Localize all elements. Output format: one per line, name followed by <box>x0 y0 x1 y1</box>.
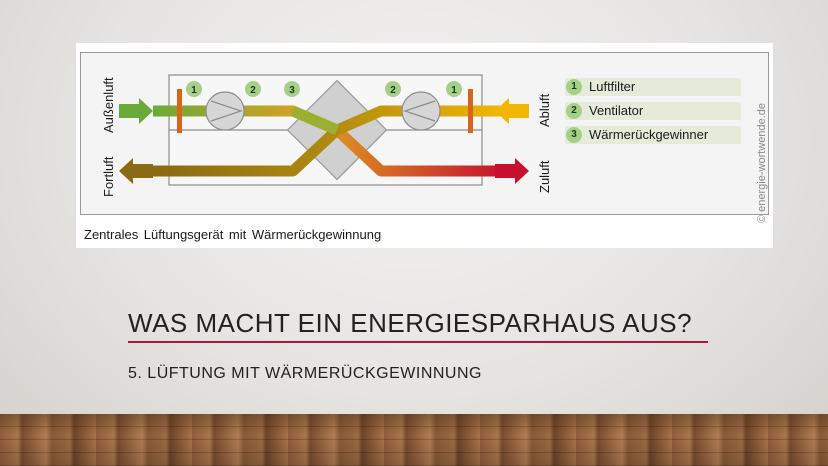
zuluft-arrow <box>495 158 529 184</box>
slide-subtitle: 5. LÜFTUNG MIT WÄRMERÜCKGEWINNUNG <box>128 365 482 382</box>
legend-label: Ventilator <box>589 103 644 118</box>
legend-number: 2 <box>566 103 582 119</box>
diagram-frame: 1 2 3 2 1 Außenluft Fortluft Abluft Zulu… <box>80 52 769 223</box>
legend-label: Wärmerückgewinner <box>589 127 709 142</box>
ventilation-diagram-figure: 1 2 3 2 1 Außenluft Fortluft Abluft Zulu… <box>76 43 773 248</box>
marker-3: 3 <box>289 85 295 96</box>
legend-item-ventilator: 2 Ventilator <box>565 102 741 120</box>
legend-number: 3 <box>566 127 582 143</box>
ventilation-diagram: 1 2 3 2 1 <box>119 74 529 186</box>
fortluft-arrow <box>119 158 153 184</box>
marker-1-left: 1 <box>191 85 197 96</box>
wood-floor-decoration <box>0 414 828 466</box>
copyright-text: © energie-wortwende.de <box>756 102 768 223</box>
fan-right <box>401 91 441 131</box>
label-abluft: Abluft <box>537 93 552 127</box>
crossing-segment <box>290 105 340 136</box>
fan-left <box>205 91 245 131</box>
figure-caption: Zentrales Lüftungsgerät mit Wärmerückgew… <box>84 227 382 242</box>
label-fortluft: Fortluft <box>101 156 116 197</box>
marker-2-left: 2 <box>250 85 256 96</box>
legend-item-waermerueckgewinner: 3 Wärmerückgewinner <box>565 126 741 144</box>
label-aussenluft: Außenluft <box>101 77 116 133</box>
title-underline <box>128 341 708 343</box>
marker-group: 1 2 3 2 1 <box>186 81 462 97</box>
marker-1-right: 1 <box>451 85 457 96</box>
legend-number: 1 <box>566 79 582 95</box>
legend-label: Luftfilter <box>589 79 636 94</box>
legend-item-luftfilter: 1 Luftfilter <box>565 78 741 96</box>
filter-right <box>468 89 473 133</box>
label-zuluft: Zuluft <box>537 160 552 193</box>
slide-title: WAS MACHT EIN ENERGIESPARHAUS AUS? <box>128 308 693 338</box>
aussenluft-arrow <box>119 98 153 124</box>
abluft-arrow <box>495 98 529 124</box>
filter-left <box>177 89 182 133</box>
marker-2-right: 2 <box>390 85 396 96</box>
